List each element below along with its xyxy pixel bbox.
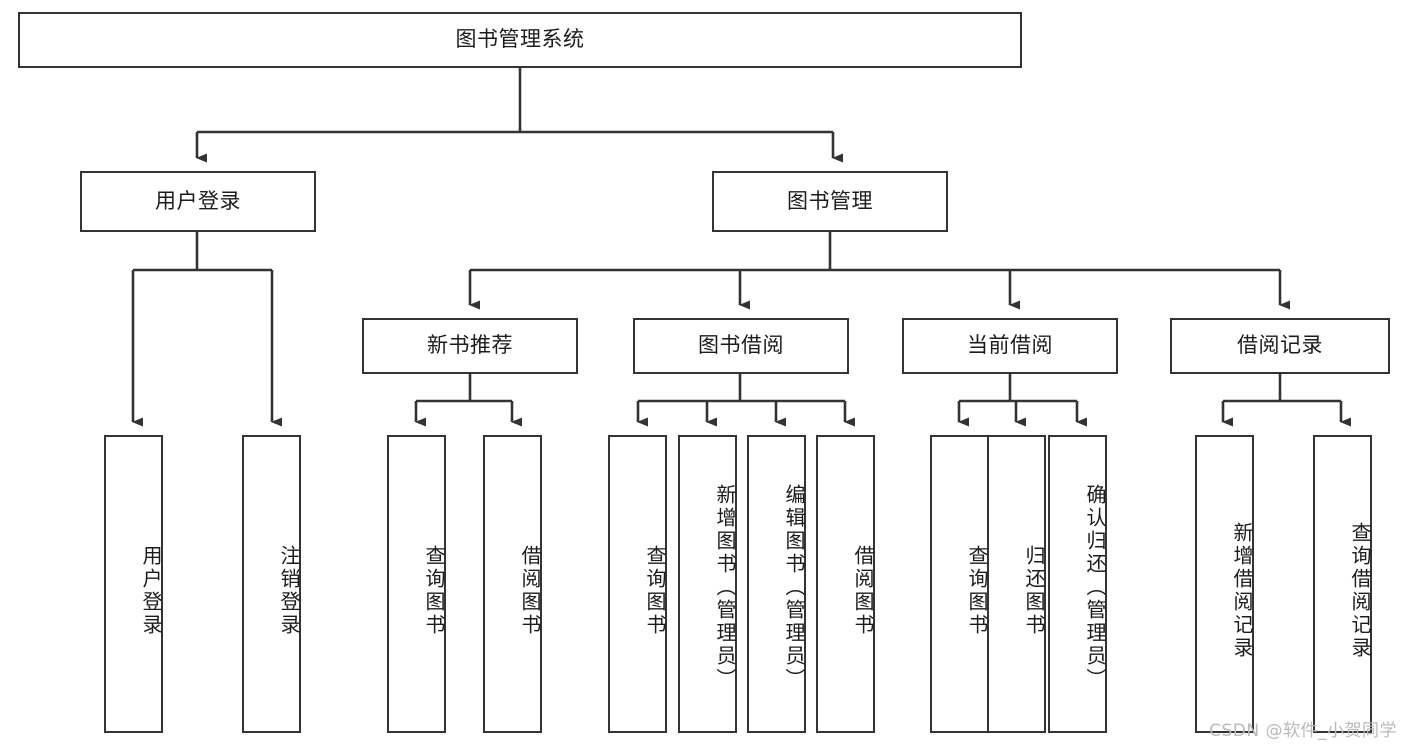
leaf-user-login-logout[interactable]: 注销登录 [242,435,301,733]
node-current-borrow[interactable]: 当前借阅 [902,318,1118,374]
leaf-current-borrow-confirm-return-admin[interactable]: 确认归还（管理员） [1048,435,1107,733]
leaf-new-book-borrow-book[interactable]: 借阅图书 [483,435,542,733]
leaf-user-login-login[interactable]: 用户登录 [104,435,163,733]
leaf-current-borrow-return-book[interactable]: 归还图书 [987,435,1046,733]
node-book-management[interactable]: 图书管理 [712,171,948,232]
node-user-login[interactable]: 用户登录 [80,171,316,232]
leaf-borrow-record-add-record[interactable]: 新增借阅记录 [1195,435,1254,733]
leaf-book-borrow-borrow-book[interactable]: 借阅图书 [816,435,875,733]
csdn-watermark: CSDN @软件_小贺同学 [1209,721,1397,741]
leaf-borrow-record-query-record[interactable]: 查询借阅记录 [1313,435,1372,733]
leaf-book-borrow-add-book-admin[interactable]: 新增图书（管理员） [678,435,737,733]
leaf-book-borrow-edit-book-admin[interactable]: 编辑图书（管理员） [747,435,806,733]
node-new-book-recommend[interactable]: 新书推荐 [362,318,578,374]
leaf-new-book-query-book[interactable]: 查询图书 [387,435,446,733]
leaf-book-borrow-query-book[interactable]: 查询图书 [608,435,667,733]
node-root-system[interactable]: 图书管理系统 [18,12,1022,68]
node-borrow-record[interactable]: 借阅记录 [1170,318,1390,374]
leaf-current-borrow-query-book[interactable]: 查询图书 [930,435,989,733]
node-book-borrow[interactable]: 图书借阅 [633,318,849,374]
